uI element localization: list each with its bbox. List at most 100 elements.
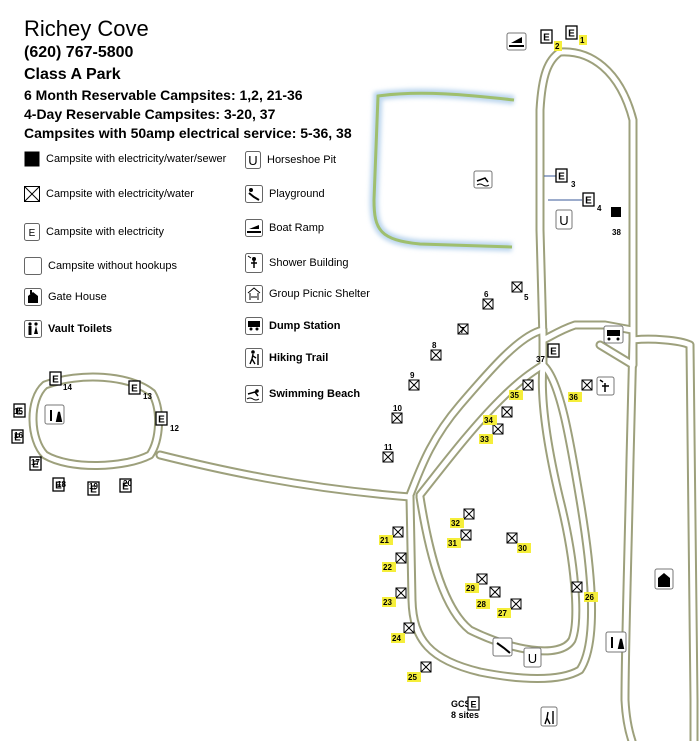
- campsite-12[interactable]: E12: [155, 411, 179, 433]
- campsite-9[interactable]: 9: [408, 371, 420, 391]
- campsite-26[interactable]: 26: [571, 581, 598, 602]
- vault-toilets-icon: [24, 320, 42, 338]
- legend-electric-water: Campsite with electricity/water: [24, 186, 194, 202]
- sites-50amp: Campsites with 50amp electrical service:…: [24, 125, 352, 141]
- electric-letter: E: [32, 460, 39, 471]
- campsite-number: 35: [510, 391, 519, 400]
- campsite-11[interactable]: 11: [382, 443, 394, 463]
- campsite-1[interactable]: E1: [565, 25, 587, 45]
- legend-hiking-trail: Hiking Trail: [245, 348, 328, 368]
- campsite-4[interactable]: E4: [582, 192, 602, 213]
- campsite-17[interactable]: E17: [29, 456, 42, 471]
- reservable-highlight: [465, 583, 479, 593]
- icon-frame: [555, 209, 573, 230]
- campsite-number: 37: [536, 355, 545, 364]
- electric-water-cross: [511, 281, 523, 293]
- campsite-number: 20: [123, 479, 132, 488]
- campsite-16[interactable]: E16: [11, 429, 24, 444]
- campsite-10[interactable]: 10: [391, 404, 403, 424]
- campsite-24[interactable]: 24: [391, 622, 415, 643]
- gate-house-icon[interactable]: [654, 568, 674, 590]
- electric-icon: [555, 168, 568, 183]
- full-hookup-icon: [24, 151, 40, 167]
- dump-station-icon[interactable]: [603, 325, 624, 344]
- swimming-beach-icon[interactable]: [473, 170, 493, 189]
- hiking-trail-icon[interactable]: [540, 706, 558, 727]
- horseshoe-letter: U: [528, 651, 537, 666]
- full-hookup-icon: [611, 207, 621, 217]
- horseshoe-pit-icon-north[interactable]: U: [555, 209, 573, 230]
- vault-toilets-icon-west[interactable]: [44, 404, 65, 425]
- campsite-18[interactable]: E18: [52, 477, 66, 492]
- campsite-number: 5: [524, 293, 529, 302]
- campsite-number: 30: [518, 544, 527, 553]
- campsite-6[interactable]: 6: [482, 290, 494, 310]
- campsite-number: 38: [612, 228, 621, 237]
- campsite-36[interactable]: 36: [568, 379, 593, 402]
- group-camp: GCS 8 sites E: [451, 696, 480, 720]
- campsite-19[interactable]: E19: [87, 481, 100, 496]
- campsite-38[interactable]: 38: [611, 207, 621, 237]
- electric-icon: [11, 429, 24, 444]
- campsite-number: 25: [408, 673, 417, 682]
- campsite-5[interactable]: 5: [511, 281, 529, 302]
- boat-ramp-boat: [511, 37, 522, 43]
- campsite-number: 33: [480, 435, 489, 444]
- campsite-32[interactable]: 32: [450, 508, 475, 528]
- campsite-21[interactable]: 21: [379, 526, 404, 545]
- campsite-37[interactable]: E37: [536, 343, 560, 364]
- playground-icon-south[interactable]: [492, 637, 513, 657]
- campsite-3[interactable]: E3: [555, 168, 576, 189]
- campsite-8[interactable]: 8: [430, 341, 442, 361]
- horseshoe-letter: U: [559, 213, 568, 228]
- playground-icon: [245, 185, 263, 203]
- campsite-25[interactable]: 25: [407, 661, 432, 682]
- boat-ramp-icon[interactable]: [506, 32, 527, 51]
- park-phone: (620) 767-5800: [24, 44, 134, 61]
- vault-toilets-icon-east[interactable]: [605, 631, 627, 653]
- electric-icon: [565, 25, 578, 40]
- campsite-27[interactable]: 27: [497, 598, 522, 618]
- campsite-number: 14: [63, 383, 72, 392]
- svg-text:E: E: [29, 228, 36, 239]
- campsite-number: 11: [384, 443, 393, 452]
- electric-icon: [547, 343, 560, 358]
- campsite-35[interactable]: 35: [509, 379, 534, 400]
- electric-water-cross: [382, 451, 394, 463]
- gate-house-glyph: [658, 573, 670, 587]
- campsite-7[interactable]: 7: [457, 323, 469, 335]
- group-camp-electric-marker[interactable]: [467, 696, 480, 711]
- shower-building-icon[interactable]: [596, 376, 615, 396]
- electric-water-cross: [403, 622, 415, 634]
- campsite-2[interactable]: E2: [540, 29, 562, 51]
- campsite-34[interactable]: 34: [483, 406, 513, 425]
- campsite-13[interactable]: E13: [128, 380, 152, 401]
- campsite-30[interactable]: 30: [506, 532, 531, 553]
- campsite-29[interactable]: 29: [465, 573, 488, 593]
- electric-water-cross: [522, 379, 534, 391]
- campsite-22[interactable]: 22: [382, 552, 407, 572]
- campsite-14[interactable]: E14: [49, 371, 72, 392]
- electric-water-cross: [476, 573, 488, 585]
- horseshoe-pit-icon-south[interactable]: U: [523, 647, 542, 668]
- electric-letter: E: [55, 481, 62, 492]
- electric-water-cross: [430, 349, 442, 361]
- campsite-31[interactable]: 31: [447, 529, 472, 548]
- campsite-23[interactable]: 23: [382, 587, 407, 607]
- campsite-33[interactable]: 33: [479, 423, 504, 444]
- campsite-20[interactable]: E20: [119, 478, 132, 493]
- hiking-trail-glyph: [544, 711, 554, 725]
- electric-water-cross: [392, 526, 404, 538]
- vault-toilets-glyph: [50, 410, 63, 422]
- electric-icon: [540, 29, 553, 44]
- legend-full-hookup: Campsite with electricity/water/sewer: [24, 151, 226, 167]
- campsite-15[interactable]: E15: [13, 403, 26, 418]
- roads: [28, 47, 699, 741]
- park-class: Class A Park: [24, 66, 121, 83]
- horseshoe-pit-icon: U: [245, 151, 261, 169]
- reservable-highlight: [584, 592, 598, 602]
- campsite-28[interactable]: 28: [476, 586, 501, 609]
- electric-water-cross: [506, 532, 518, 544]
- legend-boat-ramp: Boat Ramp: [245, 219, 324, 237]
- campsite-number: 29: [466, 584, 475, 593]
